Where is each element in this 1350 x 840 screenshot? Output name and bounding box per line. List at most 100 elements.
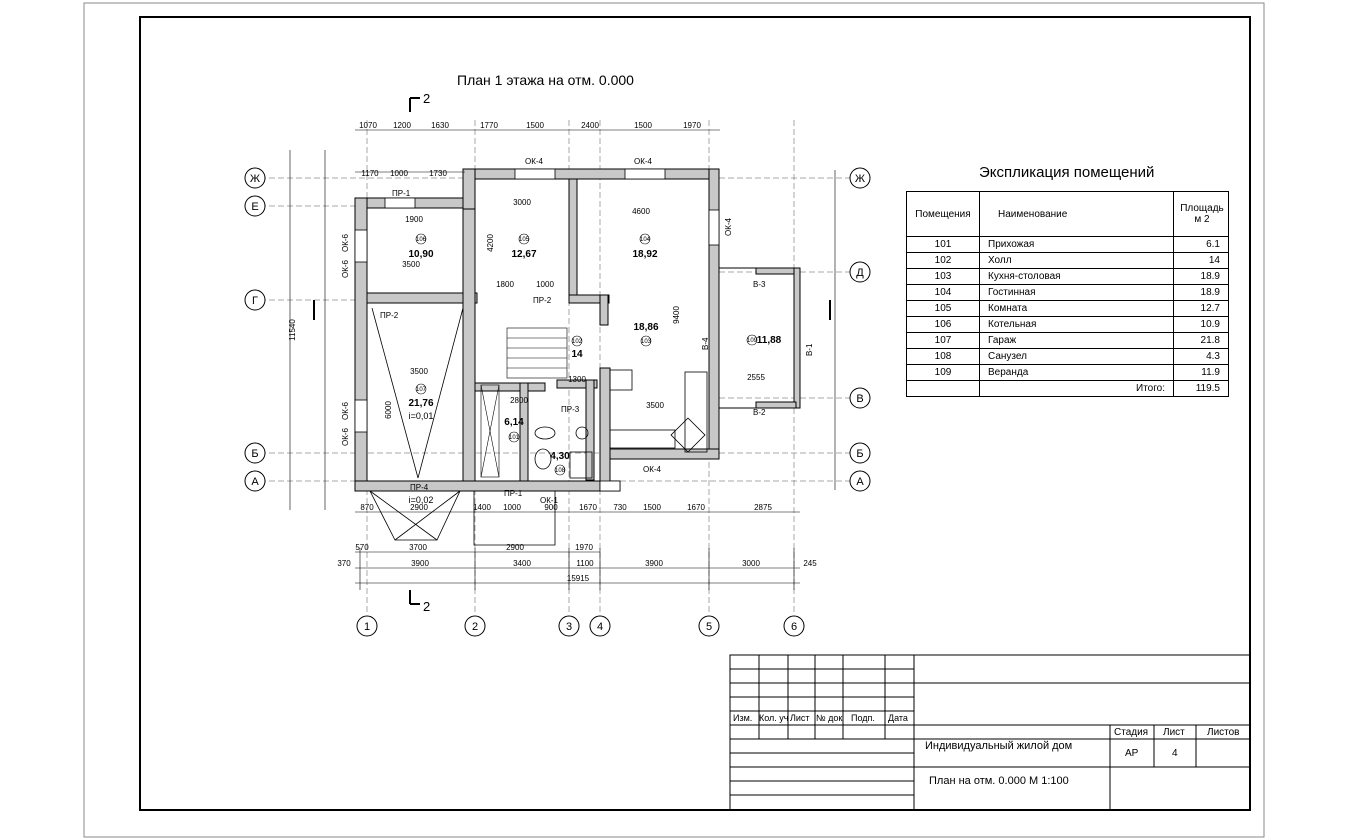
dimension-text: 1100: [576, 559, 594, 568]
room-area: 18.9: [1173, 268, 1229, 285]
opening-tag: ОК-6: [341, 401, 350, 420]
dimension-text: 1630: [431, 121, 449, 130]
room-area: 12.7: [1173, 300, 1229, 317]
stamp-col-list: Лист: [790, 713, 810, 723]
room-number: 107: [416, 387, 427, 393]
room-name: Кухня-столовая: [979, 268, 1174, 285]
axis-label: Б: [856, 448, 863, 460]
table-row: 105 Комната 12.7: [906, 300, 1229, 317]
stamp-col-kol: Кол. уч: [759, 713, 789, 723]
table-row: 101 Прихожая 6.1: [906, 236, 1229, 253]
opening-tag: ОК-4: [643, 465, 662, 474]
axis-label: 3: [566, 621, 572, 633]
axis-label: А: [856, 476, 864, 488]
opening-tag: ОК-4: [634, 157, 653, 166]
overall-width: 15915: [567, 574, 590, 583]
dimension-text: 2400: [581, 121, 599, 130]
axis-label: Ж: [855, 173, 865, 185]
dimension-text: 1000: [390, 169, 408, 178]
room-name: Веранда: [979, 364, 1174, 381]
opening-tag: ПР-2: [533, 296, 552, 305]
dimension-text: 1770: [480, 121, 498, 130]
page-border: [83, 2, 1265, 838]
table-row: 102 Холл 14: [906, 252, 1229, 269]
dimension-text: 1000: [503, 503, 521, 512]
opening-tag: ПР-1: [392, 189, 411, 198]
dimension-text: 3500: [646, 401, 664, 410]
axis-grid: [260, 120, 860, 615]
column-header: Площадь м 2: [1173, 191, 1229, 237]
axis-label: 4: [597, 621, 603, 633]
dimension-text: 1670: [579, 503, 597, 512]
room-area: 10,90: [408, 249, 433, 260]
overall-height: 11540: [288, 319, 297, 341]
room-number: 106: [416, 237, 427, 243]
opening-tag: ОК-6: [341, 259, 350, 278]
dimension-text: 1500: [634, 121, 652, 130]
dimension-text: 570: [355, 543, 369, 552]
room-area: 18,92: [632, 249, 657, 260]
table-row: 104 Гостинная 18.9: [906, 284, 1229, 301]
room-number: 102: [572, 339, 583, 345]
column-header: Наименование: [979, 191, 1174, 237]
room-name: Прихожая: [979, 236, 1174, 253]
stamp-col-sign: Подп.: [851, 713, 875, 723]
dimension-text: 2900: [410, 503, 428, 512]
dimension-text: 2800: [510, 396, 528, 405]
plan-title: План 1 этажа на отм. 0.000: [457, 72, 634, 88]
room-name: Санузел: [979, 348, 1174, 365]
room-area: 11.9: [1173, 364, 1229, 381]
stage-value: АР: [1125, 748, 1139, 759]
bathroom: [534, 426, 593, 479]
dimension-text: 1070: [359, 121, 377, 130]
room-area: 21.8: [1173, 332, 1229, 349]
table-row: 108 Санузел 4.3: [906, 348, 1229, 365]
dimension-text: 1970: [575, 543, 593, 552]
garage-marks: [369, 307, 556, 546]
section-marks: [313, 97, 831, 605]
dimension-text: 3500: [410, 367, 428, 376]
dimension-lines: [289, 129, 836, 590]
windows: [354, 168, 720, 492]
dimension-text: 1900: [405, 215, 423, 224]
room-code: 102: [906, 252, 980, 269]
total-label: Итого:: [979, 380, 1174, 397]
explication-title: Экспликация помещений: [979, 164, 1155, 181]
room-area: 6,14: [504, 417, 524, 428]
table-total-row: Итого: 119.5: [906, 380, 1229, 397]
dimension-text: 2875: [754, 503, 772, 512]
sheets-label: Листов: [1207, 727, 1240, 738]
opening-tag: ПР-1: [504, 489, 523, 498]
room-code: 106: [906, 316, 980, 333]
room-area: 4,30: [550, 451, 570, 462]
room-slope: i=0,01: [409, 411, 434, 421]
opening-tag: ОК-6: [341, 233, 350, 252]
room-area: 18.9: [1173, 284, 1229, 301]
column-header: Помещения: [906, 191, 980, 237]
axis-bubbles: [244, 167, 871, 637]
stamp-col-date: Дата: [888, 713, 908, 723]
dimension-text: 3900: [411, 559, 429, 568]
room-number: 109: [747, 338, 758, 344]
room-number: 104: [640, 237, 651, 243]
stamp-grid: [729, 654, 1251, 811]
opening-tag: ПР-3: [561, 405, 580, 414]
opening-tag: ПР-2: [380, 311, 399, 320]
opening-tag: В-1: [805, 343, 814, 356]
exterior-walls: [354, 168, 720, 492]
dimension-text: 370: [337, 559, 351, 568]
table-header-row: Помещения Наименование Площадь м 2: [906, 191, 1229, 237]
opening-tag: ОК-4: [724, 217, 733, 236]
opening-tag: ОК-4: [525, 157, 544, 166]
room-name: Гостинная: [979, 284, 1174, 301]
dimension-text: 2555: [747, 373, 765, 382]
room-code: 104: [906, 284, 980, 301]
dimension-text: 1400: [473, 503, 491, 512]
dimension-text: 2900: [506, 543, 524, 552]
dimension-text: 1300: [568, 375, 586, 384]
axis-label: 5: [706, 621, 712, 633]
axis-label: Б: [251, 448, 258, 460]
dimension-text: 4200: [486, 234, 495, 252]
room-number: 103: [641, 339, 652, 345]
